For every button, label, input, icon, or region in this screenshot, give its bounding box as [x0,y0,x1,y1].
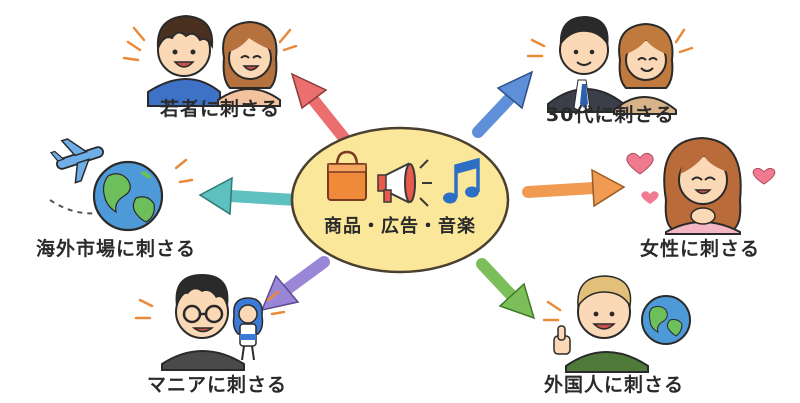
label-young: 若者に刺さる [160,98,281,120]
center-hub [290,126,510,274]
emphasis-marks [266,290,286,316]
woman-illustration [626,136,776,235]
label-women: 女性に刺さる [640,238,761,260]
arrow-to-young [290,72,350,144]
thumbs-up-icon [553,325,571,355]
foreigner-illustration [542,275,691,373]
emphasis-marks [174,158,194,184]
shopping-bag-icon [327,150,367,201]
anime-figure-icon [232,297,264,361]
heart-icon [626,152,776,204]
music-note-icon [443,157,480,204]
label-overseas: 海外市場に刺さる [36,238,197,260]
arrow-to-women [522,168,626,208]
airplane-icon [49,138,104,184]
overseas-illustration [49,138,194,232]
emphasis-marks [542,300,562,322]
megaphone-icon [377,159,432,207]
emphasis-marks [122,26,298,62]
arrow-to-overseas [198,176,302,216]
maniac-illustration [134,274,286,371]
label-maniacs: マニアに刺さる [147,374,288,396]
globe-icon [641,295,691,345]
thirties-couple-illustration [526,16,694,115]
young-couple-illustration [122,14,298,107]
arrow-to-foreigners [476,258,536,320]
arrow-to-thirties [472,70,534,138]
emphasis-marks [134,298,154,320]
globe-icon [92,160,164,232]
label-foreigners: 外国人に刺さる [544,374,685,396]
flight-path [49,199,113,215]
label-thirties: 30代に刺さる [546,104,675,126]
emphasis-marks [526,28,694,58]
arrow-to-maniacs [260,256,330,312]
center-label: 商品・広告・音楽 [324,216,476,237]
